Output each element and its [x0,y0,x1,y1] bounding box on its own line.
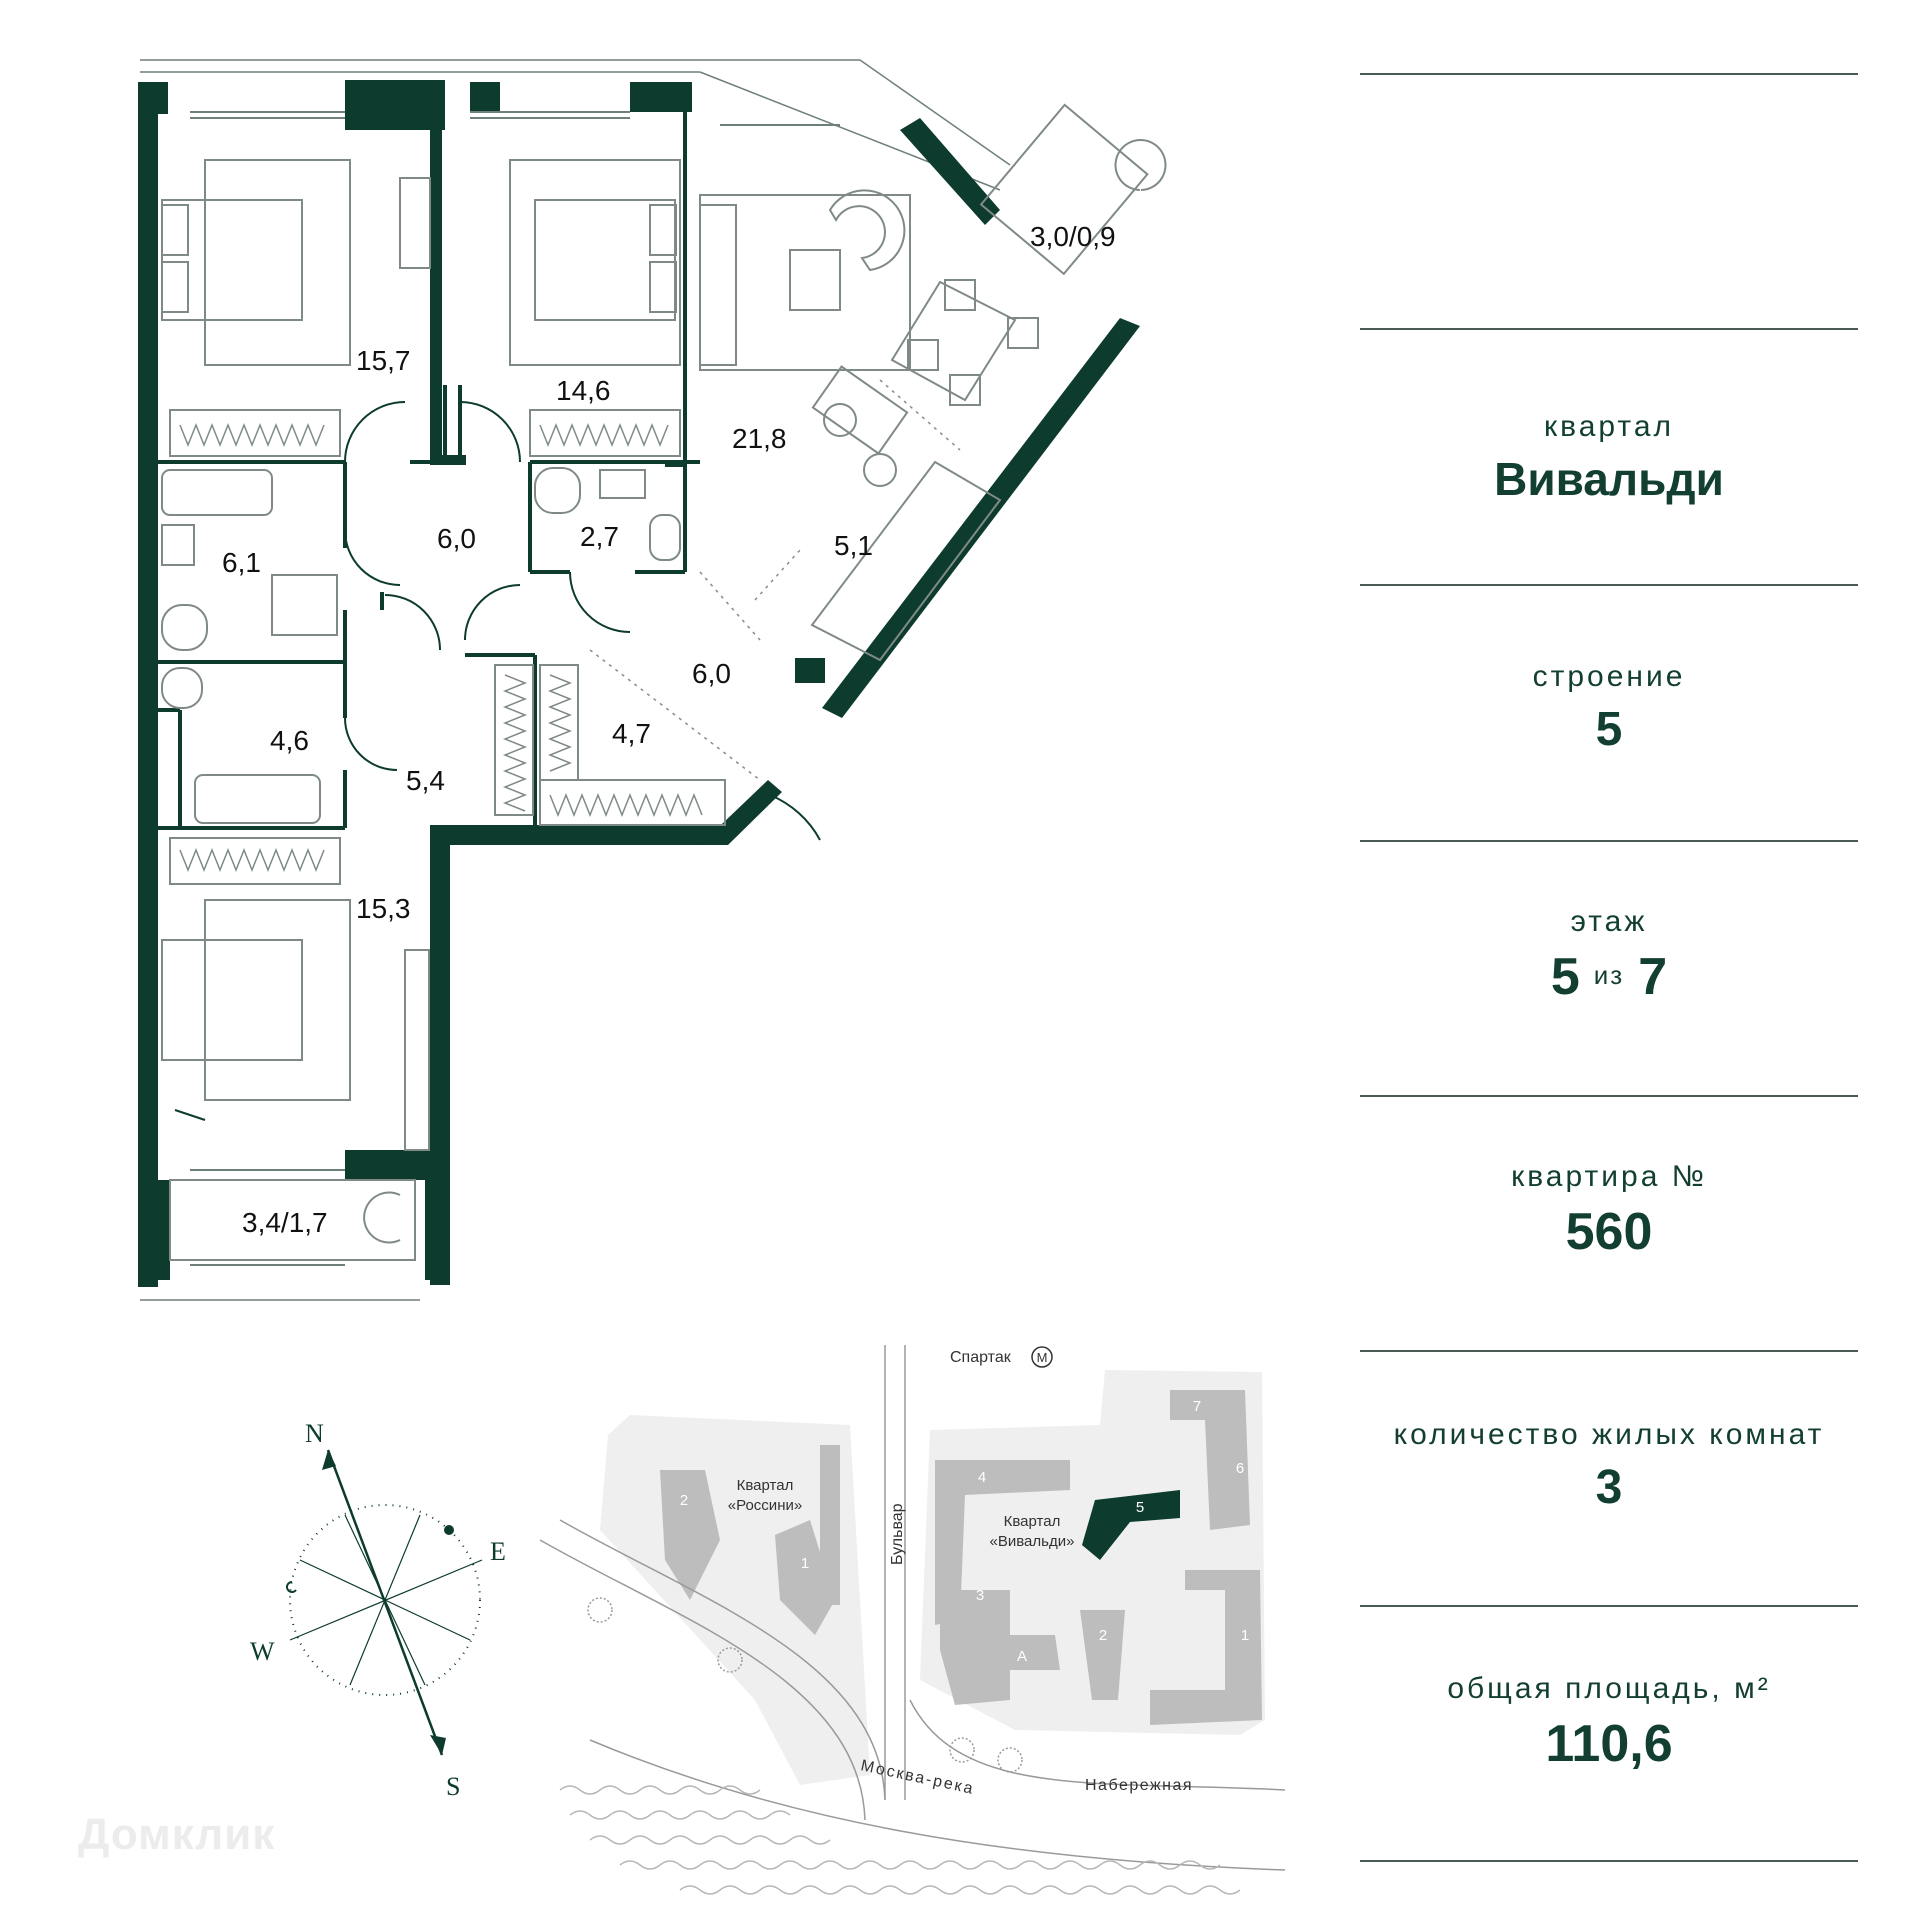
compass-east: E [490,1537,506,1566]
room-area-bathroom-1: 6,1 [222,547,261,578]
room-area-hall-1: 6,0 [437,523,476,554]
area-block: общая площадь, м² 110,6 [1360,1672,1858,1774]
floor-plan [138,59,1167,1301]
area-value: 110,6 [1545,1715,1673,1773]
floor-of: из [1593,960,1625,990]
room-area-bedroom-2: 14,6 [556,375,611,406]
compass-north: N [305,1419,324,1448]
vivaldi-building-6: 6 [1236,1460,1244,1477]
vivaldi-building-2: 2 [1099,1627,1107,1644]
vivaldi-building-1: 1 [1241,1627,1249,1644]
building-block: строение 5 [1360,660,1858,757]
room-area-balcony-2: 3,4/1,7 [242,1207,328,1238]
floor-plan-and-site-map: 15,7 14,6 21,8 3,0/0,9 6,1 6,0 2,7 5,1 6… [138,59,1286,1895]
rossini-building-2: 2 [680,1492,688,1509]
building-label: строение [1532,660,1686,693]
rossini-quarter-label: Квартал [737,1477,794,1494]
street-label: Бульвар [889,1503,906,1565]
floor-block: этаж 5 из 7 [1360,905,1858,1007]
moon-icon [286,1581,297,1593]
metro-icon-letter: М [1037,1350,1048,1365]
room-area-hall-2: 6,0 [692,658,731,689]
divider [1360,840,1858,842]
compass-west: W [250,1637,275,1666]
divider [1360,328,1858,330]
building-value: 5 [1595,703,1623,756]
room-area-bedroom-1: 15,7 [356,345,411,376]
room-area-bathroom-2: 4,6 [270,725,309,756]
vivaldi-quarter-label: Квартал [1004,1513,1061,1530]
rooms-block: количество жилых комнат 3 [1360,1418,1858,1515]
quarter-label: квартал [1543,410,1675,443]
floor-total: 7 [1638,948,1668,1006]
floor-value: 5 [1550,948,1580,1006]
divider [1360,1095,1858,1097]
site-map: Спартак М Бульвар Москва-река Набережная… [539,1345,1286,1895]
sun-icon [444,1525,454,1535]
room-area-bedroom-3: 15,3 [356,893,411,924]
compass-rose: N E S W [250,1419,506,1801]
room-area-wardrobe: 4,7 [612,718,651,749]
apartment-value: 560 [1565,1203,1653,1261]
vivaldi-building-5: 5 [1136,1499,1144,1516]
room-area-kitchen-zone: 5,1 [834,530,873,561]
room-area-wc: 2,7 [580,521,619,552]
metro-station-label: Спартак [950,1349,1012,1366]
room-area-corridor: 5,4 [406,765,445,796]
vivaldi-building-7: 7 [1193,1398,1201,1415]
quarter-value: Вивальди [1494,453,1724,505]
apartment-label: квартира № [1511,1160,1707,1193]
river-label: Москва-река [859,1757,976,1798]
highlighted-building-5 [1082,1490,1180,1560]
room-area-balcony-1: 3,0/0,9 [1030,221,1116,252]
quarter-block: квартал Вивальди [1360,410,1858,506]
vivaldi-building-a: A [1017,1648,1027,1665]
apartment-block: квартира № 560 [1360,1160,1858,1262]
divider [1360,584,1858,586]
vivaldi-building-4: 4 [978,1469,986,1486]
room-labels: 15,7 14,6 21,8 3,0/0,9 6,1 6,0 2,7 5,1 6… [222,221,1116,1238]
floor-label: этаж [1570,905,1648,938]
embankment-label: Набережная [1085,1777,1193,1794]
rooms-value: 3 [1595,1461,1623,1514]
metro-icon [1031,1346,1053,1368]
divider [1360,1605,1858,1607]
vivaldi-building-3: 3 [976,1587,984,1604]
compass-south: S [446,1772,460,1801]
area-label: общая площадь, м² [1447,1672,1771,1705]
rooms-label: количество жилых комнат [1393,1418,1825,1451]
divider [1360,73,1858,75]
vivaldi-quarter-name: «Вивальди» [990,1533,1075,1550]
rossini-building-1: 1 [801,1555,809,1572]
room-area-living-kitchen: 21,8 [732,423,787,454]
floor-value-row: 5 из 7 [1360,947,1858,1007]
divider [1360,1350,1858,1352]
divider [1360,1860,1858,1862]
watermark: Домклик [78,1810,276,1859]
rossini-quarter-name: «Россини» [728,1497,802,1514]
tree-icons [587,1597,1023,1773]
